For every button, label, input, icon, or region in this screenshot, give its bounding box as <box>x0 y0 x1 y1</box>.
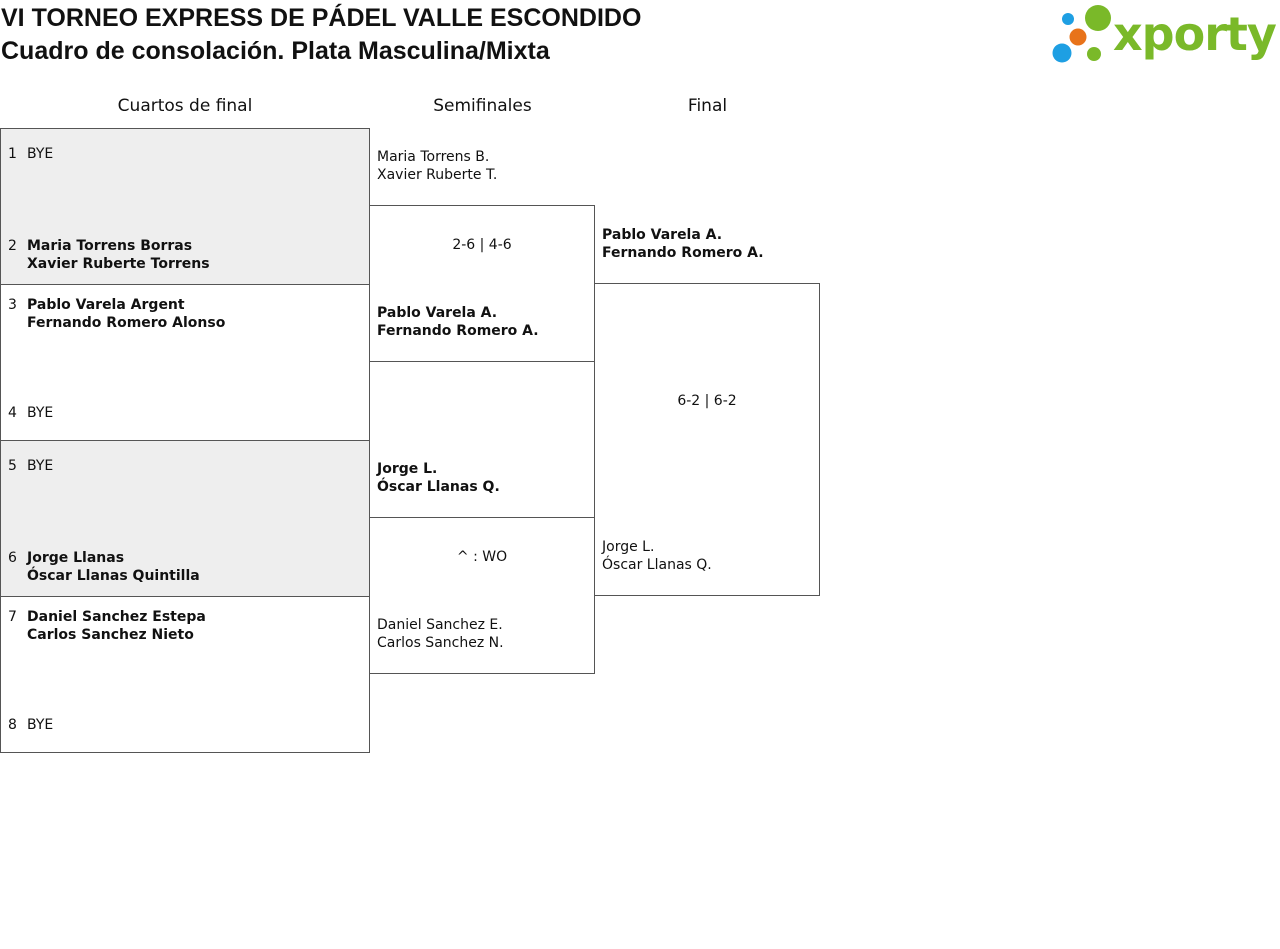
xporty-logo[interactable]: xporty <box>1050 4 1277 66</box>
semifinal-1-bottom-pair[interactable]: Pablo Varela A. Fernando Romero A. <box>377 304 539 340</box>
player-name: Maria Torrens B. <box>377 149 490 165</box>
seed-number: 4 <box>8 405 17 421</box>
player-name: Pablo Varela A. <box>377 305 498 321</box>
player-name: BYE <box>27 717 54 733</box>
player-name: Daniel Sanchez Estepa <box>27 609 206 625</box>
player-name: Óscar Llanas Q. <box>377 479 500 495</box>
player-name: Óscar Llanas Quintilla <box>27 568 200 584</box>
player-name: Fernando Romero A. <box>602 245 764 261</box>
player-name: Fernando Romero Alonso <box>27 315 226 331</box>
seed-number: 5 <box>8 458 17 474</box>
player-name: BYE <box>27 458 54 474</box>
player-name: Jorge L. <box>602 539 655 555</box>
final-match[interactable]: 6-2 | 6-2 <box>594 283 820 596</box>
final-bottom-pair[interactable]: Jorge L. Óscar Llanas Q. <box>602 538 712 574</box>
player-name: Jorge Llanas <box>27 550 125 566</box>
round-header-semifinals: Semifinales <box>433 96 532 116</box>
player-name: Jorge L. <box>377 461 438 477</box>
match-score: 6-2 | 6-2 <box>677 393 737 409</box>
seed-number: 2 <box>8 238 17 254</box>
seed-number: 3 <box>8 297 17 313</box>
seed-number: 1 <box>8 146 17 162</box>
pair-names: BYE <box>27 457 53 475</box>
round-header-quarterfinals: Cuartos de final <box>117 96 253 116</box>
player-name: Maria Torrens Borras <box>27 238 193 254</box>
player-name: Pablo Varela Argent <box>27 297 185 313</box>
player-name: Fernando Romero A. <box>377 323 539 339</box>
bracket-subtitle: Cuadro de consolación. Plata Masculina/M… <box>1 37 550 65</box>
match-score: 2-6 | 4-6 <box>452 237 512 253</box>
seed-number: 6 <box>8 550 17 566</box>
player-name: Daniel Sanchez E. <box>377 617 503 633</box>
match-score: ^ : WO <box>456 549 508 565</box>
seed-number: 7 <box>8 609 17 625</box>
player-name: Óscar Llanas Q. <box>602 557 712 573</box>
player-name: Xavier Ruberte T. <box>377 167 498 183</box>
player-name: Xavier Ruberte Torrens <box>27 256 210 272</box>
seed-number: 8 <box>8 717 17 733</box>
player-name: Pablo Varela A. <box>602 227 723 243</box>
semifinal-2-bottom-pair[interactable]: Daniel Sanchez E. Carlos Sanchez N. <box>377 616 504 652</box>
player-name: BYE <box>27 146 54 162</box>
xporty-dots-icon <box>1052 5 1111 63</box>
semifinal-1-top-pair[interactable]: Maria Torrens B. Xavier Ruberte T. <box>377 148 497 184</box>
round-header-final: Final <box>687 96 728 116</box>
semifinal-2-top-pair[interactable]: Jorge L. Óscar Llanas Q. <box>377 460 500 496</box>
player-name: Carlos Sanchez Nieto <box>27 627 194 643</box>
pair-names: BYE <box>27 716 53 734</box>
xporty-wordmark: xporty <box>1113 7 1277 61</box>
pair-names: BYE <box>27 404 53 422</box>
player-name: BYE <box>27 405 54 421</box>
pair-names: BYE <box>27 145 53 163</box>
player-name: Carlos Sanchez N. <box>377 635 504 651</box>
final-top-pair[interactable]: Pablo Varela A. Fernando Romero A. <box>602 226 764 262</box>
tournament-title: VI TORNEO EXPRESS DE PÁDEL VALLE ESCONDI… <box>1 4 642 32</box>
